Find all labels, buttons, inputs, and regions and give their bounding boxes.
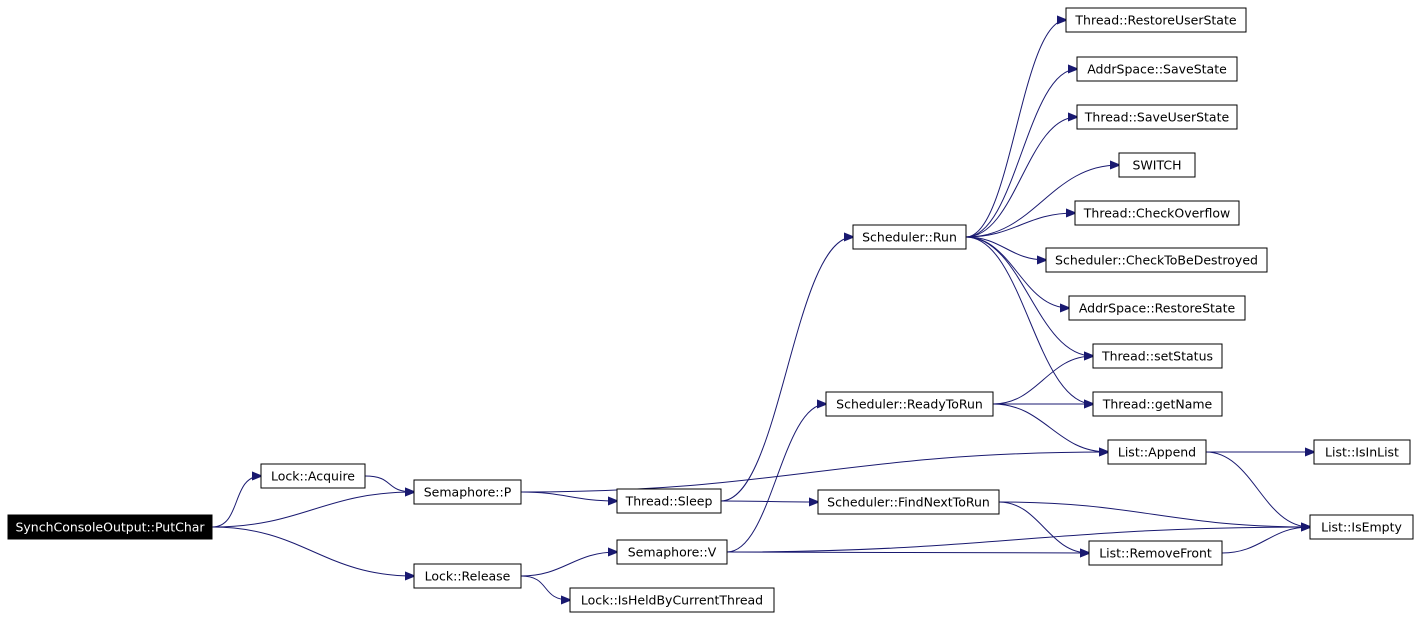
edge-findnext-to-removefront — [998, 501, 1089, 553]
node-semP[interactable]: Semaphore::P — [413, 479, 522, 505]
nodes-layer: SynchConsoleOutput::PutChar Lock::Acquire… — [7, 7, 1414, 613]
node-box-getname[interactable] — [1092, 391, 1223, 417]
edge-run-to-savestate — [965, 69, 1077, 238]
node-isheld[interactable]: Lock::IsHeldByCurrentThread — [569, 587, 775, 613]
node-label-switch: SWITCH — [1132, 158, 1181, 173]
node-sleep[interactable]: Thread::Sleep — [616, 488, 722, 514]
edge-semV-to-removefront — [726, 552, 1089, 553]
edge-acquire-to-semP — [364, 475, 414, 492]
node-checkoverflow[interactable]: Thread::CheckOverflow — [1074, 200, 1240, 226]
edge-putchar-to-semP — [211, 492, 414, 528]
node-box-switch[interactable] — [1118, 152, 1196, 178]
node-label-isinlist: List::IsInList — [1325, 445, 1399, 460]
node-box-semV[interactable] — [616, 539, 728, 565]
node-findnext[interactable]: Scheduler::FindNextToRun — [817, 489, 1000, 515]
node-label-ready: Scheduler::ReadyToRun — [836, 397, 983, 412]
node-box-checkdestroy[interactable] — [1045, 247, 1268, 273]
edge-run-to-checkoverflow — [965, 213, 1075, 238]
edge-semP-to-append — [520, 452, 1108, 493]
edge-semV-to-ready — [726, 404, 826, 553]
node-label-semV: Semaphore::V — [628, 545, 717, 560]
node-label-acquire: Lock::Acquire — [271, 469, 355, 484]
node-box-savestate[interactable] — [1076, 56, 1238, 82]
node-box-checkoverflow[interactable] — [1074, 200, 1240, 226]
node-isinlist[interactable]: List::IsInList — [1313, 439, 1411, 465]
node-removefront[interactable]: List::RemoveFront — [1088, 540, 1223, 566]
node-label-release: Lock::Release — [425, 569, 511, 584]
edge-findnext-to-isempty — [998, 501, 1310, 527]
node-acquire[interactable]: Lock::Acquire — [260, 463, 366, 489]
edge-release-to-isheld — [520, 575, 570, 600]
edges-layer — [211, 20, 1314, 600]
node-label-putchar: SynchConsoleOutput::PutChar — [15, 520, 205, 535]
edge-run-to-getname — [965, 236, 1093, 404]
edge-putchar-to-release — [211, 526, 414, 576]
node-label-isempty: List::IsEmpty — [1321, 520, 1402, 535]
node-label-checkoverflow: Thread::CheckOverflow — [1083, 206, 1230, 221]
node-ready[interactable]: Scheduler::ReadyToRun — [825, 391, 994, 417]
edge-semV-to-isempty — [726, 527, 1310, 553]
node-label-saveuser: Thread::SaveUserState — [1084, 110, 1230, 125]
node-label-removefront: List::RemoveFront — [1099, 546, 1212, 561]
node-box-restoreuser[interactable] — [1065, 7, 1247, 33]
node-restoreuser[interactable]: Thread::RestoreUserState — [1065, 7, 1247, 33]
node-box-acquire[interactable] — [260, 463, 366, 489]
node-label-findnext: Scheduler::FindNextToRun — [827, 495, 990, 510]
node-switch[interactable]: SWITCH — [1118, 152, 1196, 178]
node-label-semP: Semaphore::P — [424, 485, 512, 500]
node-getname[interactable]: Thread::getName — [1092, 391, 1223, 417]
node-append[interactable]: List::Append — [1107, 439, 1207, 465]
edge-run-to-checkdestroy — [965, 236, 1046, 260]
node-box-isempty[interactable] — [1309, 514, 1414, 540]
node-checkdestroy[interactable]: Scheduler::CheckToBeDestroyed — [1045, 247, 1268, 273]
node-box-append[interactable] — [1107, 439, 1207, 465]
node-restorestate[interactable]: AddrSpace::RestoreState — [1068, 295, 1246, 321]
node-box-removefront[interactable] — [1088, 540, 1223, 566]
edge-ready-to-setstatus — [992, 356, 1093, 405]
node-box-ready[interactable] — [825, 391, 994, 417]
edge-run-to-restoreuser — [965, 20, 1066, 238]
node-label-isheld: Lock::IsHeldByCurrentThread — [581, 593, 763, 608]
edge-run-to-switch — [965, 165, 1119, 238]
node-box-saveuser[interactable] — [1076, 104, 1238, 130]
node-saveuser[interactable]: Thread::SaveUserState — [1076, 104, 1238, 130]
edge-semP-to-sleep — [520, 491, 617, 501]
edge-removefront-to-isempty — [1221, 527, 1310, 554]
node-box-isheld[interactable] — [569, 587, 775, 613]
edge-append-to-isempty — [1205, 451, 1310, 527]
node-label-restoreuser: Thread::RestoreUserState — [1074, 13, 1236, 28]
node-label-restorestate: AddrSpace::RestoreState — [1079, 301, 1236, 316]
edge-sleep-to-run — [720, 237, 853, 502]
node-setstatus[interactable]: Thread::setStatus — [1092, 343, 1223, 369]
node-putchar[interactable]: SynchConsoleOutput::PutChar — [7, 514, 213, 540]
node-label-setstatus: Thread::setStatus — [1101, 349, 1213, 364]
node-box-run[interactable] — [852, 224, 967, 250]
node-semV[interactable]: Semaphore::V — [616, 539, 728, 565]
node-box-putchar[interactable] — [7, 514, 213, 540]
edge-run-to-saveuser — [965, 117, 1077, 238]
node-box-release[interactable] — [413, 563, 522, 589]
edge-sleep-to-findnext — [720, 501, 818, 502]
node-label-getname: Thread::getName — [1102, 397, 1213, 412]
node-label-run: Scheduler::Run — [862, 230, 957, 245]
node-run[interactable]: Scheduler::Run — [852, 224, 967, 250]
node-savestate[interactable]: AddrSpace::SaveState — [1076, 56, 1238, 82]
node-box-restorestate[interactable] — [1068, 295, 1246, 321]
node-box-isinlist[interactable] — [1313, 439, 1411, 465]
node-label-checkdestroy: Scheduler::CheckToBeDestroyed — [1055, 253, 1258, 268]
node-box-semP[interactable] — [413, 479, 522, 505]
edge-release-to-semV — [520, 552, 617, 577]
node-release[interactable]: Lock::Release — [413, 563, 522, 589]
node-box-setstatus[interactable] — [1092, 343, 1223, 369]
node-label-sleep: Thread::Sleep — [625, 494, 713, 509]
edge-run-to-setstatus — [965, 236, 1093, 356]
edge-ready-to-append — [992, 403, 1108, 452]
node-box-findnext[interactable] — [817, 489, 1000, 515]
node-isempty[interactable]: List::IsEmpty — [1309, 514, 1414, 540]
node-label-append: List::Append — [1118, 445, 1196, 460]
node-label-savestate: AddrSpace::SaveState — [1087, 62, 1227, 77]
edge-putchar-to-acquire — [211, 476, 261, 528]
node-box-sleep[interactable] — [616, 488, 722, 514]
